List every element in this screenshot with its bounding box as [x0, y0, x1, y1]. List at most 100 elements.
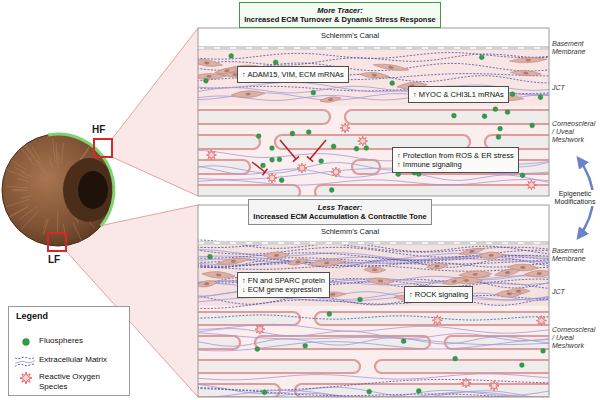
ros-star — [461, 378, 471, 388]
jct-cell — [198, 279, 218, 288]
eye-streak — [6, 199, 30, 207]
cell-body — [426, 262, 448, 270]
jct-cell — [264, 252, 289, 260]
process-label: Epigenetic Modifications — [552, 190, 598, 206]
cell-body — [442, 276, 467, 286]
cell-body — [373, 62, 409, 72]
fluosphere — [327, 312, 332, 317]
cell-nucleus — [274, 254, 279, 257]
basement-membrane — [198, 46, 549, 50]
cell-body — [459, 246, 485, 256]
box-text: Increased ECM Turnover & Dynamic Stress … — [244, 15, 436, 24]
fluosphere — [208, 254, 213, 259]
fluosphere — [401, 339, 406, 344]
eye-streak — [21, 172, 31, 177]
box-text: More Tracer: — [244, 6, 436, 15]
eye-pupil — [78, 171, 108, 209]
structure-label: Schlemm's Canal — [319, 32, 381, 41]
region-tag: HF — [92, 124, 105, 136]
jct-cell — [198, 73, 226, 79]
box-text: ↓ ECM gene expression — [242, 285, 325, 294]
cell-body — [216, 256, 250, 266]
layer-label: Basement Membrane — [552, 247, 598, 263]
cell-body — [478, 252, 504, 259]
fluosphere — [255, 347, 260, 352]
jct-cell — [510, 70, 541, 77]
legend-text: Extracellular Matrix — [39, 355, 125, 365]
cell-nucleus — [469, 250, 475, 254]
jct-cell — [198, 58, 223, 69]
fluosphere — [493, 107, 498, 112]
eye-streak — [53, 138, 55, 162]
inhibition-line — [252, 162, 265, 172]
fluosphere — [319, 159, 324, 164]
tissue-detail — [198, 53, 549, 196]
cell-nucleus — [206, 75, 211, 78]
fluosphere — [290, 131, 295, 136]
cell-body — [202, 270, 236, 279]
zoom-wedge — [112, 28, 198, 196]
eye-streak — [7, 186, 28, 188]
legend-swatch — [15, 354, 37, 368]
cell-body — [264, 252, 289, 260]
fluosphere — [390, 81, 395, 86]
fluosphere — [367, 389, 372, 394]
inhibition-bar — [263, 169, 268, 175]
inhibition-bar — [293, 156, 299, 161]
cell-body — [364, 267, 386, 273]
ecm-fiber — [198, 53, 549, 60]
meshwork-beam — [375, 360, 549, 373]
fluosphere — [482, 114, 487, 119]
fluosphere — [273, 60, 278, 65]
cell-nucleus — [328, 98, 334, 101]
meshwork-beam — [315, 185, 549, 196]
finding-box: ↑ ROCK signaling — [404, 286, 473, 303]
region-square — [94, 139, 112, 157]
header-box: Less Tracer:Increased ECM Accumulation &… — [248, 199, 431, 225]
cell-body — [509, 57, 547, 64]
legend-fiber — [15, 364, 35, 366]
fluosphere — [261, 163, 266, 168]
fluosphere — [416, 389, 421, 394]
legend-star — [20, 372, 32, 384]
ros-star — [536, 316, 546, 326]
fluosphere — [270, 146, 275, 151]
ros-star — [255, 324, 265, 334]
eye-streak — [56, 143, 58, 163]
membrane-pores — [198, 242, 549, 244]
meshwork-beam — [198, 360, 360, 373]
outflow-arc — [48, 134, 114, 226]
eye-streak — [57, 211, 58, 234]
ros-star — [267, 173, 277, 183]
cell-body — [494, 267, 521, 278]
cell-nucleus — [451, 279, 457, 283]
fluosphere — [358, 297, 363, 302]
cell-body — [320, 96, 342, 104]
cell-nucleus — [520, 266, 525, 269]
fluosphere — [505, 110, 510, 115]
ecm-fiber — [198, 379, 549, 390]
ros-star — [340, 123, 350, 133]
box-text: ↑ ROCK signaling — [409, 290, 468, 299]
ros-star — [526, 180, 536, 190]
fluosphere — [277, 157, 282, 162]
jct-cell — [442, 276, 467, 286]
eye-streak — [9, 206, 29, 217]
eye-streak — [20, 147, 32, 160]
cell-nucleus — [526, 59, 531, 62]
inhibition-line — [280, 140, 296, 159]
cell-nucleus — [523, 72, 528, 75]
cell-nucleus — [330, 293, 335, 296]
region-tag: LF — [48, 254, 60, 266]
legend-dot — [23, 339, 30, 346]
eye-streak — [23, 140, 39, 163]
cell-body — [507, 288, 530, 294]
meshwork-beam — [198, 312, 300, 325]
zoom-line — [112, 157, 198, 196]
cell-body — [287, 257, 309, 266]
eye-streak — [32, 146, 43, 164]
eye-streak — [34, 159, 45, 173]
jct-cell — [320, 96, 342, 104]
ros-star — [297, 163, 307, 173]
cell-nucleus — [372, 268, 377, 271]
